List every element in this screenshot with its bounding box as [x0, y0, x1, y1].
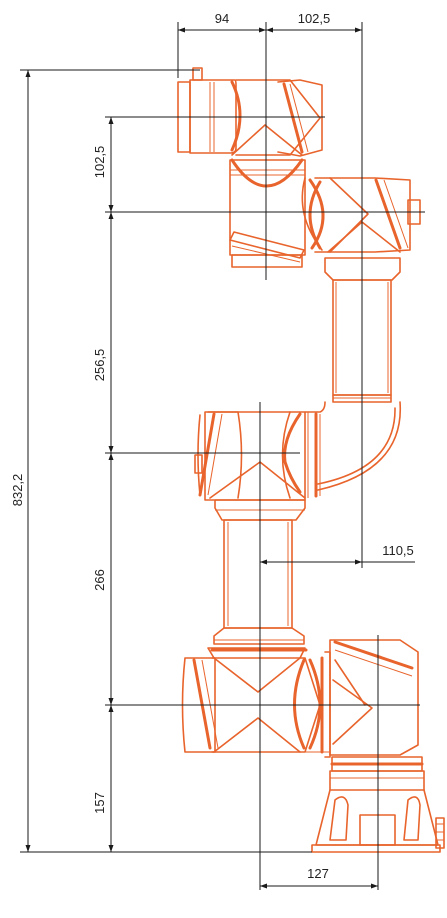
axis-lines: [20, 22, 425, 890]
dim-label-157: 157: [92, 792, 107, 814]
dim-label-102-5-top: 102,5: [298, 11, 331, 26]
dimension-segments: 102,5 256,5 266 157: [92, 117, 114, 852]
robot-base: [311, 756, 445, 853]
dim-label-110-5: 110,5: [382, 543, 414, 558]
dim-label-832-2: 832,2: [10, 474, 25, 507]
dim-label-94: 94: [215, 11, 229, 26]
shoulder-joint: [181, 639, 419, 758]
dim-label-127: 127: [307, 866, 329, 881]
dimension-top: 94 102,5: [178, 11, 362, 33]
dim-label-102-5-wrist: 102,5: [92, 146, 107, 179]
robot-arm-outline: [177, 67, 445, 853]
dimension-total-height: 832,2: [10, 70, 31, 852]
elbow-joint: [194, 401, 402, 501]
dimension-base-offset: 127: [260, 866, 378, 889]
tool-flange: [177, 67, 323, 157]
wrist-1-joint: [301, 177, 421, 253]
dim-label-266: 266: [92, 569, 107, 591]
dimension-elbow-offset: 110,5: [260, 543, 415, 565]
dim-label-256-5: 256,5: [92, 349, 107, 382]
wrist-2-joint: [229, 124, 306, 268]
